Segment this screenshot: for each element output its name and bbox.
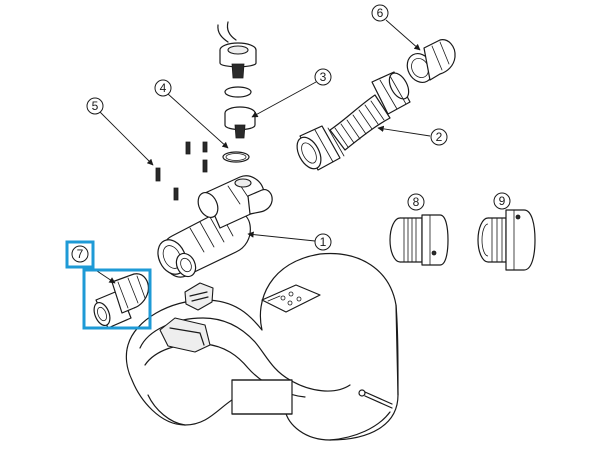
callout-5-label: 5 (92, 99, 99, 113)
callout-7: 7 (65, 240, 95, 269)
callout-9-label: 9 (499, 194, 506, 208)
callout-7-label: 7 (77, 247, 84, 261)
leader-2 (377, 125, 431, 137)
part-4-o-ring (222, 151, 250, 163)
callout-8-label: 8 (413, 195, 420, 209)
valve-housing-cover (125, 252, 399, 441)
callout-2: 2 (430, 128, 448, 146)
callout-4-label: 4 (160, 81, 167, 95)
part-9-fitting (477, 209, 536, 271)
leader-5 (99, 111, 154, 166)
leader-4 (167, 93, 229, 149)
callout-3-label: 3 (320, 70, 327, 84)
callout-4: 4 (154, 79, 172, 97)
callout-2-label: 2 (436, 130, 443, 144)
leader-lines (90, 19, 431, 284)
part-7-adapter (93, 273, 149, 329)
leader-3 (251, 81, 317, 118)
part-3-sensor-housing (217, 21, 257, 139)
part-5-screws (155, 141, 208, 201)
highlight-box-part-7 (82, 268, 152, 330)
callout-8: 8 (407, 193, 425, 211)
part-8-fitting (389, 214, 449, 266)
part-1-bypass-valve (157, 175, 273, 278)
callout-6: 6 (371, 4, 389, 22)
callout-6-label: 6 (377, 6, 384, 20)
callout-1: 1 (314, 233, 332, 251)
leader-6 (385, 19, 421, 51)
callout-3: 3 (314, 68, 332, 86)
part-2-flex-hose (296, 71, 411, 171)
callout-1-label: 1 (320, 235, 327, 249)
callout-5: 5 (86, 97, 104, 115)
leader-1 (247, 231, 316, 242)
part-6-adapter (406, 39, 456, 83)
callout-9: 9 (493, 192, 511, 210)
